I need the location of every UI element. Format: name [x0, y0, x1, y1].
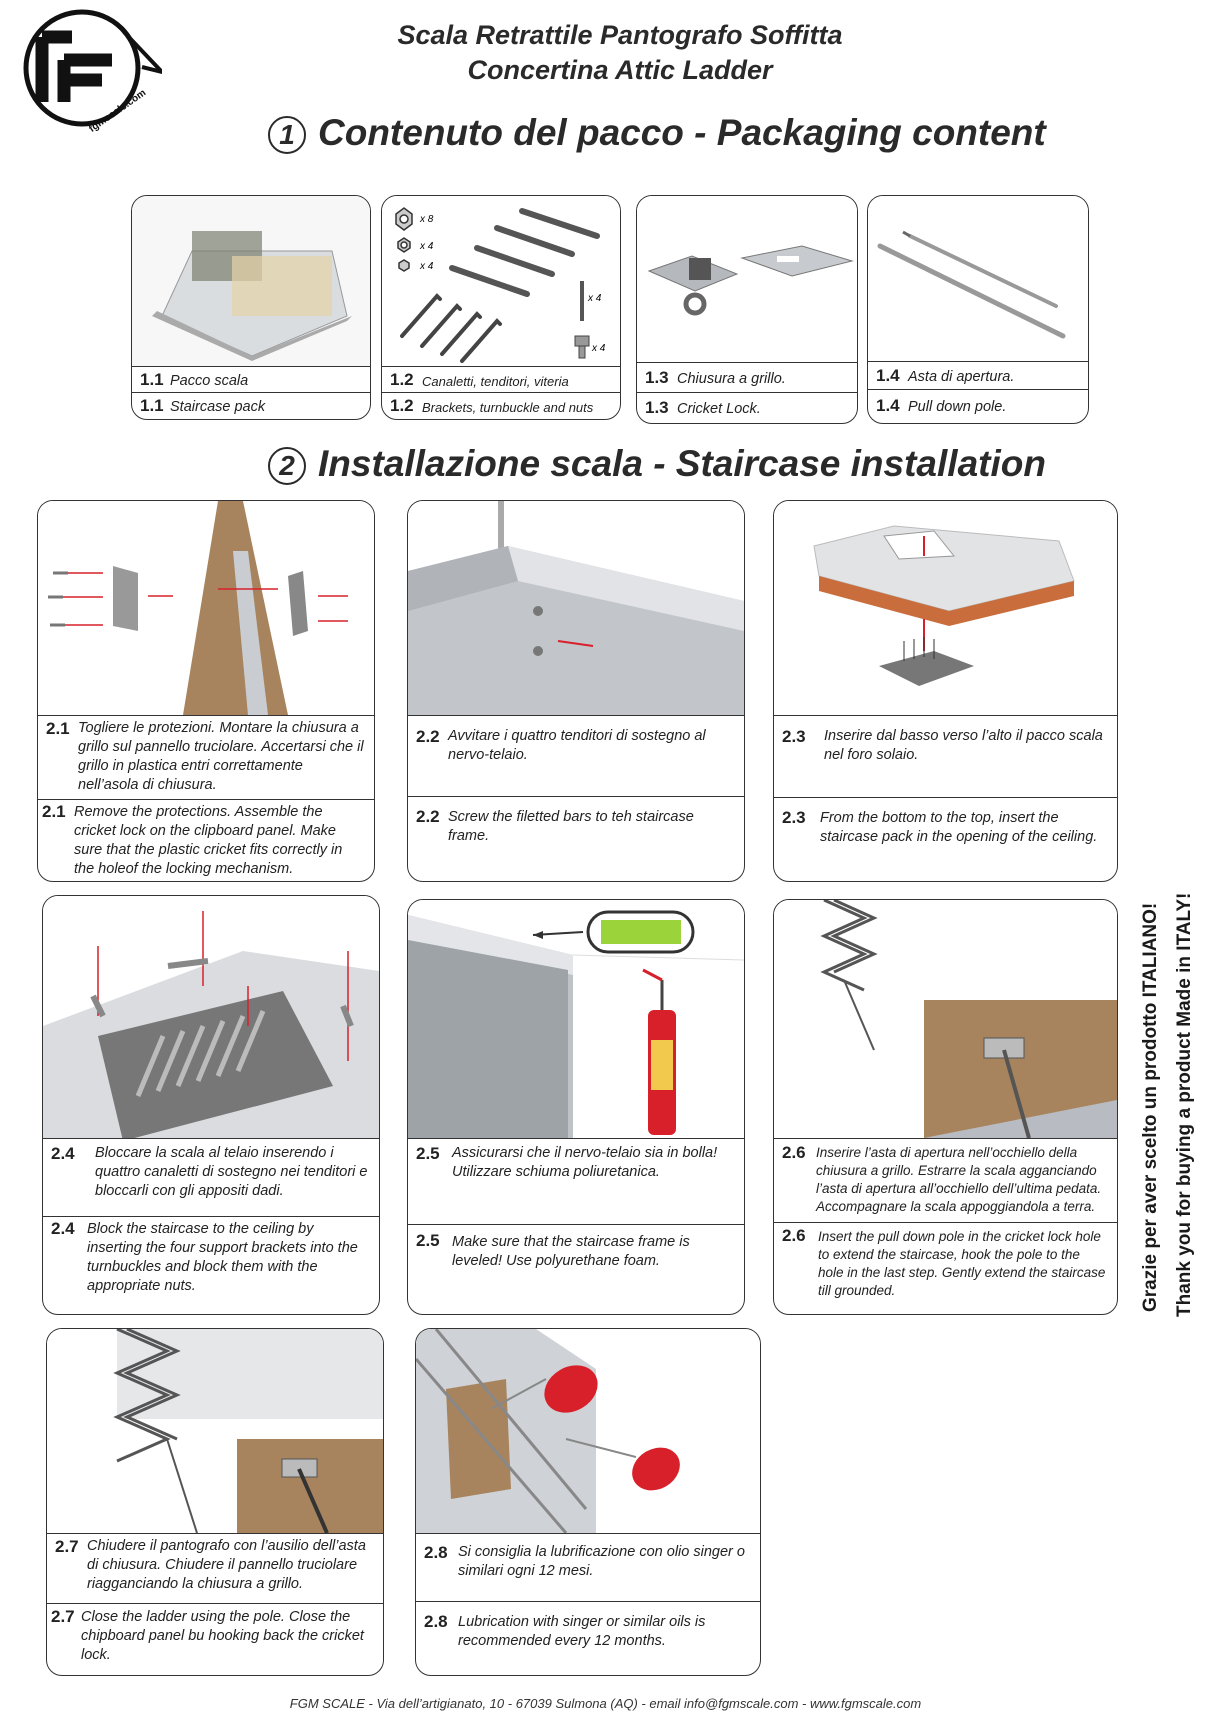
section1-title: Contenuto del pacco - Packaging content [318, 112, 1046, 153]
doc-title-line1: Scala Retrattile Pantografo Soffitta [397, 20, 843, 50]
svg-text:x 4: x 4 [419, 261, 434, 272]
step-2-4-image [43, 896, 379, 1139]
svg-text:x 4: x 4 [591, 343, 606, 354]
pull-down-pole-image [868, 196, 1088, 362]
svg-text:x 4: x 4 [419, 241, 434, 252]
doc-title-line2: Concertina Attic Ladder [467, 55, 773, 85]
section1-number: 1 [268, 116, 306, 155]
step-2-3-image [774, 501, 1117, 716]
step-2-2-image [408, 501, 744, 716]
section2-heading: 2 Installazione scala - Staircase install… [268, 443, 1046, 486]
staircase-pack-image [132, 196, 370, 367]
hardware-image: x 8 x 4 x 4 x 4 x 4 [382, 196, 620, 367]
svg-text:x 4: x 4 [587, 293, 602, 304]
step-2-7-image [47, 1329, 383, 1534]
brand-logo: fgmscale.com [12, 2, 169, 135]
logo-text: fgmscale.com [87, 87, 148, 132]
step-2-1-image [38, 501, 374, 716]
step-2-8-image [416, 1329, 760, 1534]
thanks-italian: Grazie per aver scelto un prodotto ITALI… [1140, 902, 1161, 1312]
step-2-6-image [774, 900, 1117, 1139]
section2-number: 2 [268, 447, 306, 486]
thanks-english: Thank you for buying a product Made in I… [1174, 892, 1195, 1317]
step-2-5-image [408, 900, 744, 1139]
section2-title: Installazione scala - Staircase installa… [318, 443, 1046, 484]
svg-text:x 8: x 8 [419, 214, 434, 225]
footer-contact: FGM SCALE - Via dell’artigianato, 10 - 6… [289, 1696, 922, 1711]
section1-heading: 1 Contenuto del pacco - Packaging content [268, 112, 1046, 155]
cricket-lock-image [637, 196, 857, 363]
